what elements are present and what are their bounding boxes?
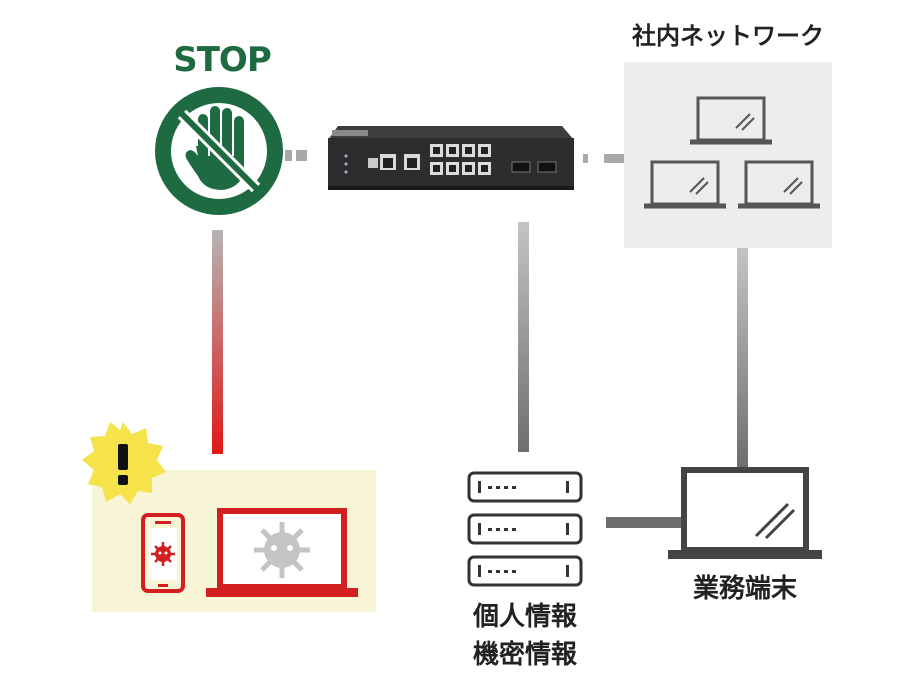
stop-hand-icon — [155, 87, 283, 215]
internal-network-panel — [624, 62, 832, 248]
switch-network-link — [583, 154, 624, 163]
warning-badge-icon — [82, 422, 166, 504]
laptop-virus-icon — [206, 508, 358, 597]
work-terminal-label: 業務端末 — [692, 574, 797, 604]
terminal-link-line — [737, 248, 748, 468]
smartphone-virus-icon — [141, 513, 185, 593]
server-terminal-link — [606, 517, 686, 528]
work-terminal-laptop-icon — [668, 467, 822, 559]
server-label-line1: 個人情報 — [472, 602, 577, 632]
internal-network-title: 社内ネットワーク — [632, 22, 824, 50]
server-label-line2: 機密情報 — [472, 640, 577, 670]
stop-switch-link — [285, 150, 307, 161]
laptop-icon — [690, 96, 772, 145]
server-icon — [467, 471, 583, 587]
server-link-line — [518, 222, 529, 452]
virus-icon — [254, 522, 310, 578]
internal-network-laptops — [644, 96, 820, 209]
laptop-icon — [738, 160, 820, 209]
laptop-icon — [644, 160, 726, 209]
stop-label: STOP — [173, 40, 272, 80]
network-switch-icon — [328, 126, 574, 190]
infected-link-line — [212, 230, 223, 454]
